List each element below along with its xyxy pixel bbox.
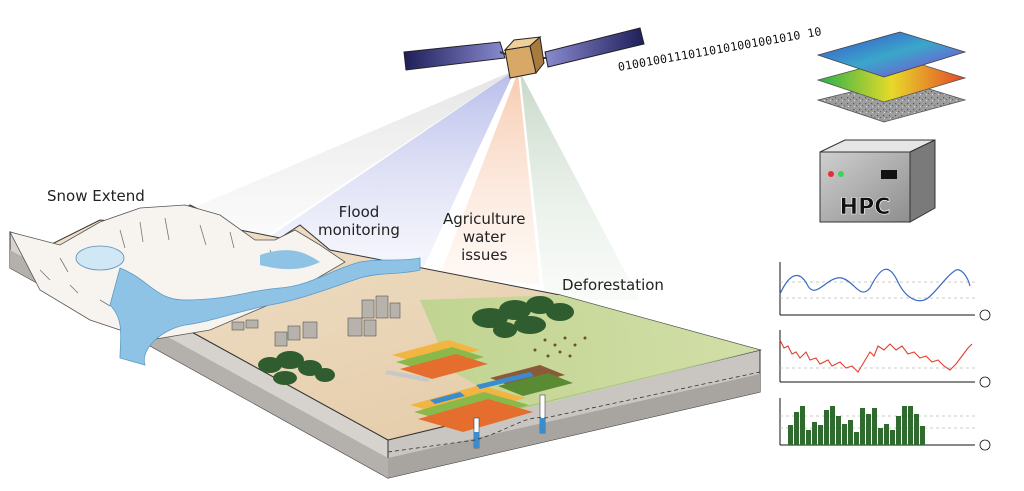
label-agriculture-water-issues: Agriculture water issues: [443, 210, 526, 264]
cleared-stumps: [533, 336, 587, 358]
hpc-server: HPC: [819, 139, 936, 223]
label-flood-monitoring: Flood monitoring: [318, 203, 400, 239]
forest-left: [258, 351, 335, 385]
status-light-red: [828, 171, 834, 177]
beam-agriculture: [440, 72, 540, 285]
glacier-lake: [75, 245, 125, 271]
time-series-charts: [779, 262, 991, 451]
crop-fields: [392, 340, 573, 432]
label-agri-line1: Agriculture: [443, 210, 526, 228]
chart-red-line: [779, 330, 991, 388]
status-light-green: [838, 171, 844, 177]
label-agri-line2: water: [462, 228, 506, 246]
chart-green-bars: [779, 398, 991, 451]
solar-panel-right: [544, 27, 645, 68]
satellite-data-layers: [816, 31, 967, 123]
chart-blue-line: [779, 262, 991, 321]
satellite: [403, 27, 645, 79]
label-deforestation: Deforestation: [562, 276, 664, 294]
label-flood-line1: Flood: [338, 203, 380, 221]
city-buildings: [231, 295, 401, 347]
beam-flood: [250, 70, 515, 275]
water-wells: [473, 394, 546, 449]
label-agri-line3: issues: [461, 246, 508, 264]
river: [109, 257, 421, 366]
hpc-label: HPC: [840, 195, 891, 220]
solar-panel-left: [403, 41, 506, 71]
irrigation-canals: [385, 370, 534, 404]
beam-deforestation: [520, 72, 640, 300]
label-snow-extend: Snow Extend: [47, 187, 145, 205]
forest-right: [472, 296, 574, 338]
layer-blue-raster: [816, 31, 967, 78]
landscape-block: [9, 204, 762, 479]
label-flood-line2: monitoring: [318, 221, 400, 239]
